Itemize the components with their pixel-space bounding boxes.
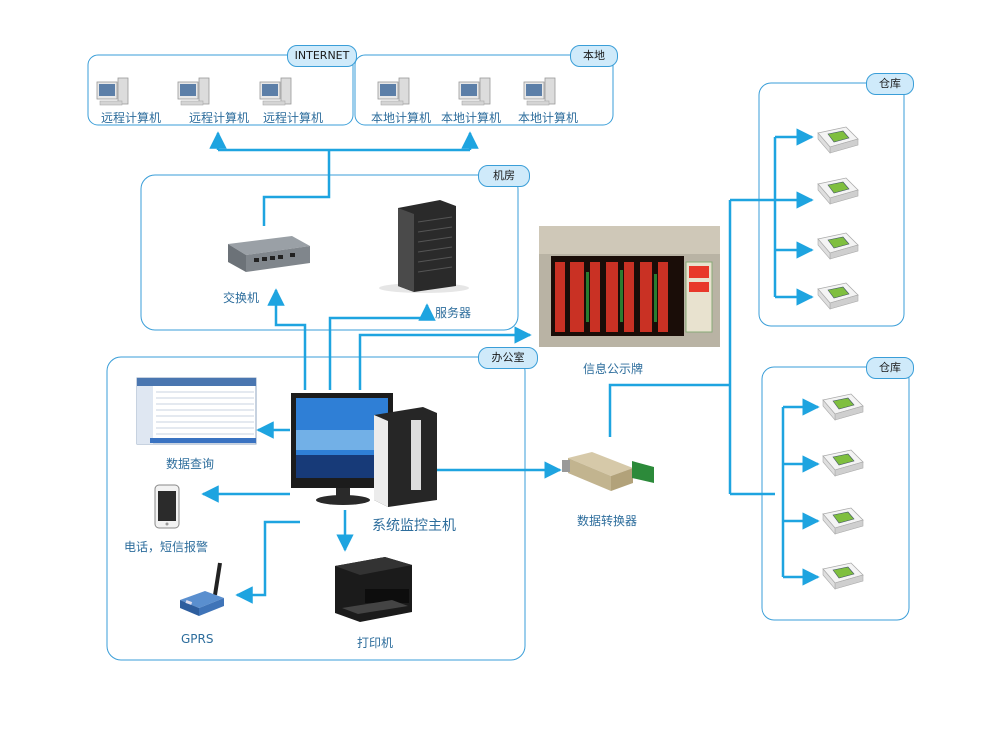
computer-icon: [177, 77, 210, 106]
zone-tag-office: 办公室: [478, 347, 538, 369]
sensor-7: [822, 507, 864, 535]
local-computer-1: [377, 77, 410, 106]
local-computer-label: 本地计算机: [371, 111, 432, 125]
phone-icon: [154, 484, 180, 529]
sensor-8: [822, 562, 864, 590]
phone-alarm-label: 电话，短信报警: [124, 540, 209, 554]
local-zone: [354, 54, 614, 126]
sensor-5: [822, 393, 864, 421]
computer-icon: [523, 77, 556, 106]
remote-computer-label: 远程计算机: [189, 111, 250, 125]
info-board-label: 信息公示牌: [583, 362, 644, 376]
zone-tag-warehouse-2: 仓库: [866, 357, 914, 379]
sensor-icon: [817, 126, 859, 154]
sensor-icon: [822, 449, 864, 477]
tower-icon: [374, 407, 437, 507]
zone-tag-local: 本地: [570, 45, 618, 67]
remote-computer-1: [96, 77, 129, 106]
sensor-icon: [822, 562, 864, 590]
local-computer-2: [458, 77, 491, 106]
connector-lines: [201, 128, 820, 604]
remote-computer-3: [259, 77, 292, 106]
sensor-3: [817, 232, 859, 260]
gprs-modem-icon: [180, 562, 224, 616]
office-zone: [106, 356, 526, 661]
local-computer-3: [523, 77, 556, 106]
led-board-icon: [539, 226, 720, 347]
computer-icon: [96, 77, 129, 106]
sensor-icon: [817, 177, 859, 205]
switch-icon: [228, 236, 310, 272]
computer-icon: [377, 77, 410, 106]
local-computer-label: 本地计算机: [441, 111, 502, 125]
monitor-icon: [291, 393, 393, 505]
sensor-2: [817, 177, 859, 205]
zone-tag-machine-room: 机房: [478, 165, 530, 187]
sensor-1: [817, 126, 859, 154]
remote-computer-label: 远程计算机: [263, 111, 324, 125]
sensor-6: [822, 449, 864, 477]
sensor-icon: [817, 282, 859, 310]
computer-icon: [458, 77, 491, 106]
sensor-icon: [822, 507, 864, 535]
converter-icon: [562, 452, 654, 491]
host-label: 系统监控主机: [372, 518, 456, 534]
remote-computer-label: 远程计算机: [101, 111, 162, 125]
printer-icon: [335, 557, 412, 622]
remote-computer-2: [177, 77, 210, 106]
internet-zone: [87, 54, 354, 126]
printer-label: 打印机: [357, 636, 394, 650]
zone-tag-warehouse-1: 仓库: [866, 73, 914, 95]
zone-tag-internet: INTERNET: [287, 45, 357, 67]
sensor-icon: [822, 393, 864, 421]
sensor-icon: [817, 232, 859, 260]
data-query-window-icon: [136, 377, 257, 445]
warehouse-zone-1: [758, 82, 905, 327]
computer-icon: [259, 77, 292, 106]
switch-label: 交换机: [223, 291, 260, 305]
sensor-4: [817, 282, 859, 310]
data-query-label: 数据查询: [166, 457, 215, 471]
server-label: 服务器: [435, 306, 472, 320]
gprs-label: GPRS: [181, 632, 214, 646]
server-icon: [379, 200, 469, 293]
local-computer-label: 本地计算机: [518, 111, 579, 125]
converter-label: 数据转换器: [577, 514, 638, 528]
